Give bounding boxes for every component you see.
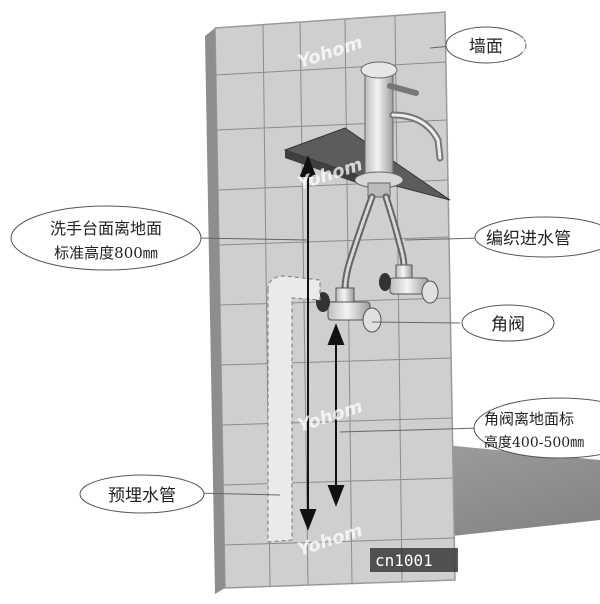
watermark: Yohom	[495, 154, 565, 195]
callout-angle-valve: 角阀	[461, 304, 555, 342]
callout-braided-hose: 编织进水管	[474, 216, 600, 258]
label-valve-height-line2: 高度400-500㎜	[484, 434, 584, 451]
label-valve-height-line1: 角阀离地面标	[484, 410, 574, 428]
faucet	[354, 61, 444, 198]
callout-valve-height: 角阀离地面标 高度400-500㎜	[473, 397, 600, 459]
footer-overlay: cn1001	[370, 548, 458, 572]
angle-valve-right	[379, 264, 439, 304]
embedded-pipe	[267, 275, 321, 543]
watermark: Yohom	[103, 154, 173, 195]
callout-basin-height: 洗手台面离地面 标准高度800㎜	[10, 205, 202, 271]
watermark: Yohom	[103, 520, 173, 561]
callout-embedded-pipe: 预埋水管	[79, 474, 205, 514]
label-basin-height-line2: 标准高度800㎜	[54, 244, 158, 262]
label-basin-height-line1: 洗手台面离地面	[50, 219, 162, 238]
braided-hoses	[341, 193, 408, 294]
countertop-front	[285, 150, 365, 186]
footer-text: cn1001	[375, 551, 433, 570]
leader-lines	[194, 45, 483, 496]
label-angle-valve: 角阀	[491, 315, 525, 335]
height-arrows	[299, 155, 345, 531]
label-wall: 墙面	[469, 37, 503, 57]
label-embedded-pipe: 预埋水管	[108, 486, 176, 506]
label-braided-hose: 编织进水管	[486, 229, 571, 249]
callout-wall: 墙面	[445, 26, 527, 64]
wall-edge	[205, 28, 225, 594]
angle-valve-left	[316, 287, 382, 333]
watermark: Yohom	[103, 32, 173, 73]
watermark: Yohom	[103, 396, 173, 437]
watermark: Yohom	[495, 269, 565, 310]
watermark: Yohom	[103, 276, 173, 317]
